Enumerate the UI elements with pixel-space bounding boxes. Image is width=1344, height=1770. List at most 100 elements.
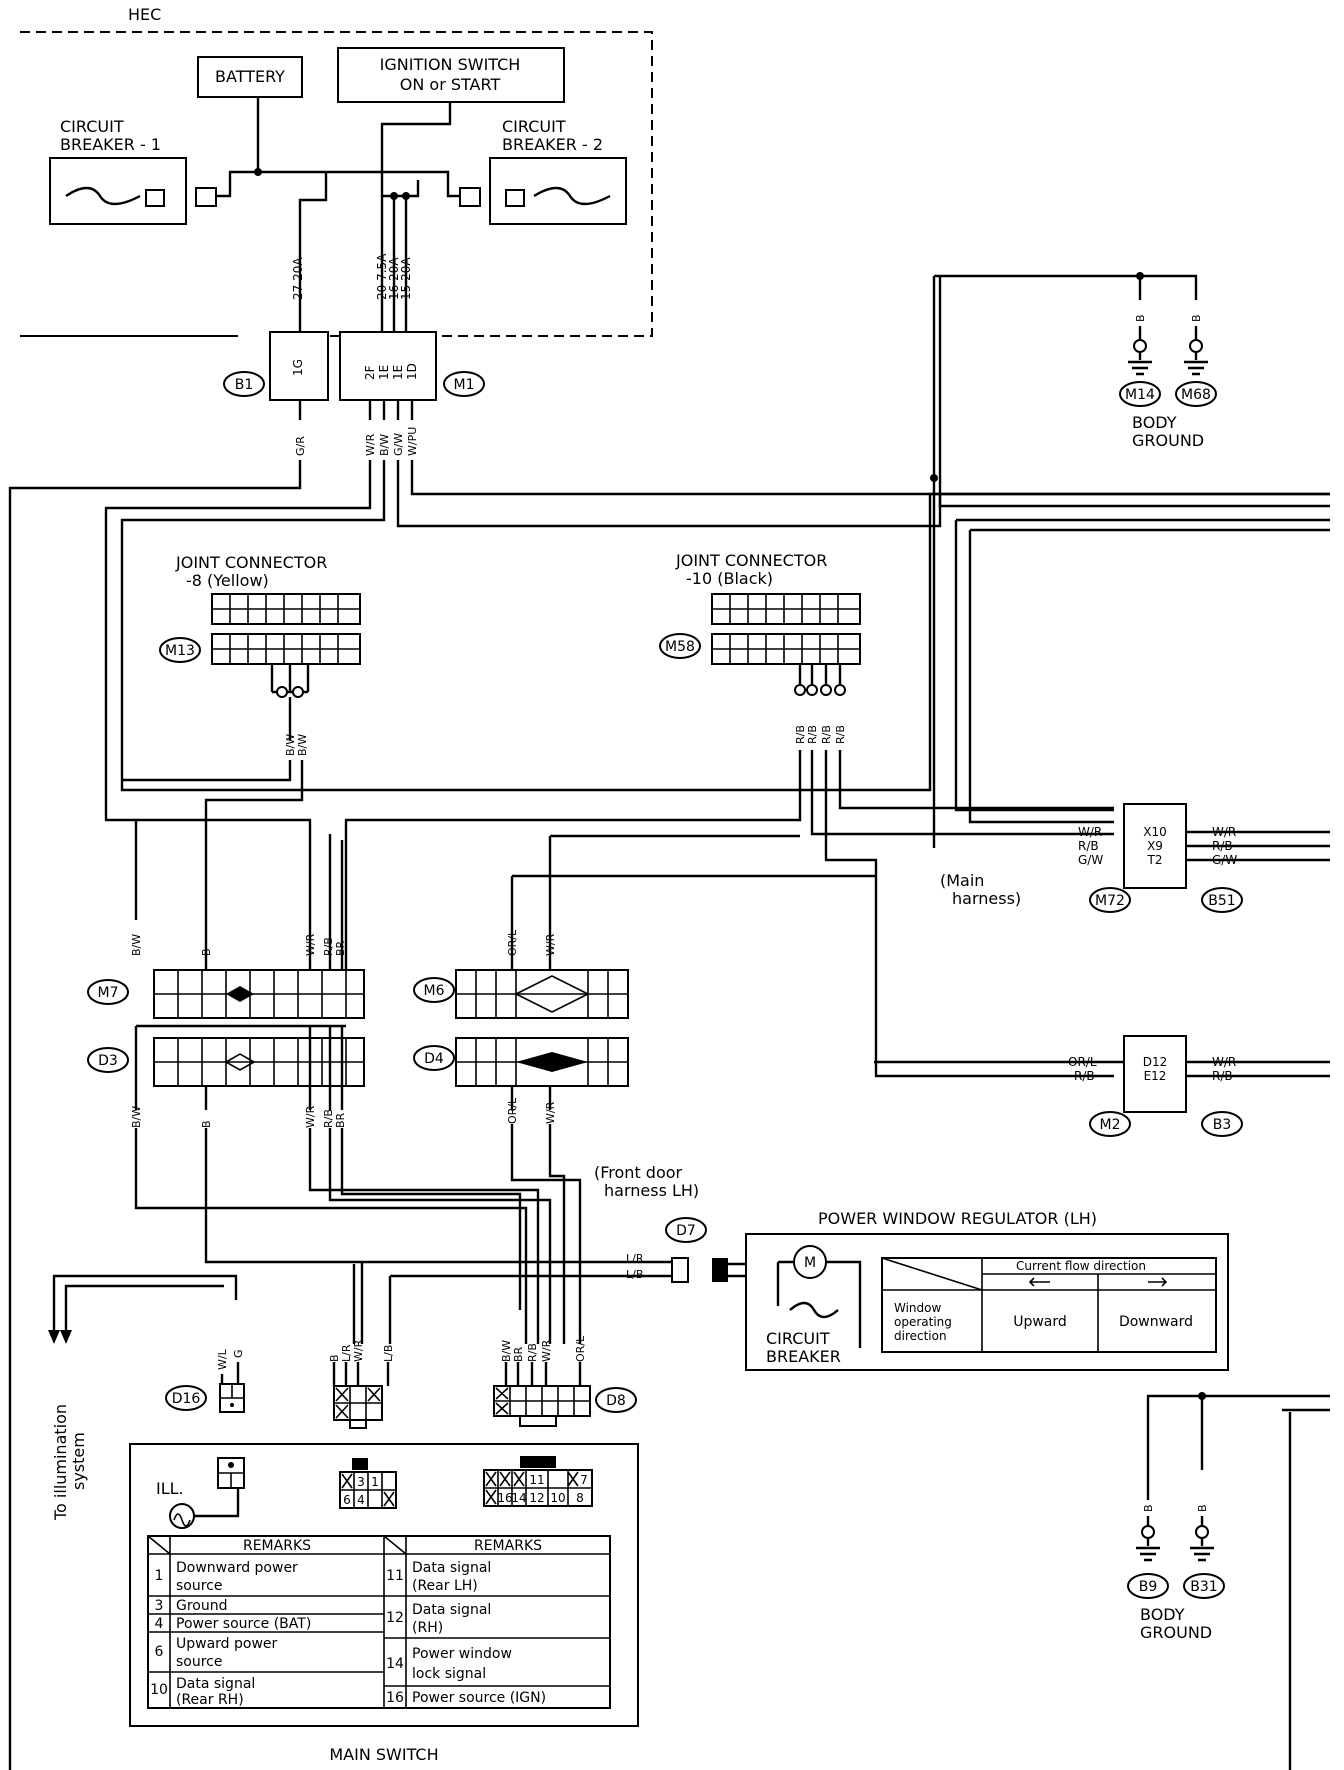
breaker1-element: [65, 186, 141, 206]
pwr-cb-1: CIRCUIT: [766, 1329, 830, 1348]
svg-text:system: system: [69, 1432, 88, 1490]
large-pin-11: 11: [529, 1473, 544, 1487]
ground-bottom-wire-2: B: [1196, 1504, 1209, 1512]
m58-wire-3: R/B: [820, 725, 833, 744]
m2-pin-2: E12: [1144, 1069, 1167, 1083]
wire-m1-3: G/W: [392, 433, 405, 456]
d3-wire-4: R/B: [322, 1109, 335, 1128]
d8-wire-1: B/W: [500, 1340, 513, 1362]
m7-feed-wires: [134, 820, 344, 970]
jc8-node-2: [292, 686, 304, 698]
m1-pin-2: 1E: [377, 365, 391, 380]
fuse27-feed: [298, 172, 328, 334]
motor-label: M: [804, 1255, 816, 1271]
fuse-junction-1: [390, 192, 398, 200]
window-dir-2: operating: [894, 1315, 952, 1329]
b31-badge: [1183, 1573, 1225, 1599]
ground-symbol-m68: [1184, 339, 1208, 376]
m1-connector: [339, 331, 437, 401]
m7-wire-3: W/R: [304, 933, 317, 956]
body-ground-top-1: BODY: [1132, 413, 1177, 432]
window-dir-3: direction: [894, 1329, 947, 1343]
svg-text:OR/L: OR/L: [574, 1335, 587, 1362]
m13-wire-2: B/W: [296, 734, 309, 756]
jc10-node-4: [834, 684, 846, 696]
window-dir-1: Window: [894, 1301, 942, 1315]
svg-text:W/PU: W/PU: [406, 427, 419, 456]
svg-text:B/W: B/W: [500, 1340, 513, 1362]
d7-wires: [662, 1260, 790, 1278]
remark-text-14a: Power window: [412, 1646, 512, 1662]
motor-wires: [776, 1260, 862, 1348]
b1-pin: 1G: [291, 359, 305, 376]
d16-wire-2: G: [232, 1349, 245, 1358]
ill-connector: [217, 1457, 245, 1489]
jc10-node-2: [806, 684, 818, 696]
jc8-label-1: JOINT CONNECTOR: [175, 553, 327, 572]
wire-m1-4: W/PU: [406, 427, 419, 456]
d7-badge: [665, 1217, 707, 1243]
m58-wire-4: R/B: [834, 725, 847, 744]
remark-no-4: 4: [155, 1616, 164, 1632]
d3-feed: [134, 1024, 346, 1110]
illum-label-2: system: [69, 1432, 88, 1490]
cb1-connector: [195, 187, 217, 207]
cb2-connector: [459, 187, 481, 207]
breaker1-label-2: BREAKER - 1: [60, 135, 161, 154]
svg-text:B/W: B/W: [130, 1106, 143, 1128]
m7-wire-5: BR: [334, 940, 347, 956]
main-switch-label: MAIN SWITCH: [329, 1745, 438, 1764]
b9-badge: [1127, 1573, 1169, 1599]
d3-wire-2: B: [200, 1120, 213, 1128]
d16-wire-1: W/L: [216, 1348, 229, 1370]
svg-text:B/W: B/W: [296, 734, 309, 756]
svg-text:G/W: G/W: [392, 433, 405, 456]
battery-box: [197, 56, 303, 98]
breaker1-label-1: CIRCUIT: [60, 117, 124, 136]
body-ground-bottom-1: BODY: [1140, 1605, 1185, 1624]
remark-text-6b: source: [176, 1654, 223, 1670]
d7-wire-2: L/B: [626, 1268, 643, 1281]
svg-text:R/B: R/B: [526, 1343, 539, 1362]
m6-badge: [413, 977, 455, 1003]
svg-text:BR: BR: [512, 1346, 525, 1362]
b31-badge-text: B31: [1190, 1579, 1217, 1595]
m72-badge-text: M72: [1095, 893, 1125, 909]
wire-bus-2: [938, 276, 1330, 532]
remark-no-16: 16: [386, 1690, 404, 1706]
downward-label: Downward: [1119, 1314, 1193, 1330]
m7-badge-text: M7: [98, 985, 119, 1001]
d8-badge-text: D8: [606, 1393, 626, 1409]
m13-badge: [159, 637, 201, 663]
svg-text:B/W: B/W: [378, 434, 391, 456]
svg-text:R/B: R/B: [322, 937, 335, 956]
m13-badge-text: M13: [165, 643, 195, 659]
small-pin-6: 6: [343, 1493, 351, 1507]
m6-badge-text: M6: [424, 983, 445, 999]
svg-text:To illumination: To illumination: [51, 1404, 70, 1521]
circuit-breaker-1: [49, 157, 187, 225]
d16-connector: [219, 1383, 245, 1413]
m72-pin-2: X9: [1147, 839, 1163, 853]
svg-text:G: G: [232, 1349, 245, 1358]
jc10-drops: [798, 664, 842, 690]
ground-symbol-m14: [1128, 339, 1152, 376]
svg-text:R/B: R/B: [820, 725, 833, 744]
jc10-node-3: [820, 684, 832, 696]
svg-text:B: B: [1190, 314, 1203, 322]
remark-text-11a: Data signal: [412, 1560, 491, 1576]
remark-text-1b: source: [176, 1578, 223, 1594]
svg-text:15 20A: 15 20A: [399, 257, 413, 300]
d7-badge-text: D7: [676, 1223, 696, 1239]
m58-wire-1: R/B: [794, 725, 807, 744]
fuse20-label: 20 7.5A: [375, 253, 389, 300]
d7-wire-1: L/R: [626, 1252, 644, 1265]
m58-badge: [659, 633, 701, 659]
remark-text-16: Power source (IGN): [412, 1690, 546, 1706]
remark-text-10b: (Rear RH): [176, 1692, 244, 1708]
breaker2-label-2: BREAKER - 2: [502, 135, 603, 154]
m6-connector: [455, 969, 629, 1019]
m68-badge: [1175, 381, 1217, 407]
svg-text:R/B: R/B: [834, 725, 847, 744]
m72-badge: [1089, 887, 1131, 913]
